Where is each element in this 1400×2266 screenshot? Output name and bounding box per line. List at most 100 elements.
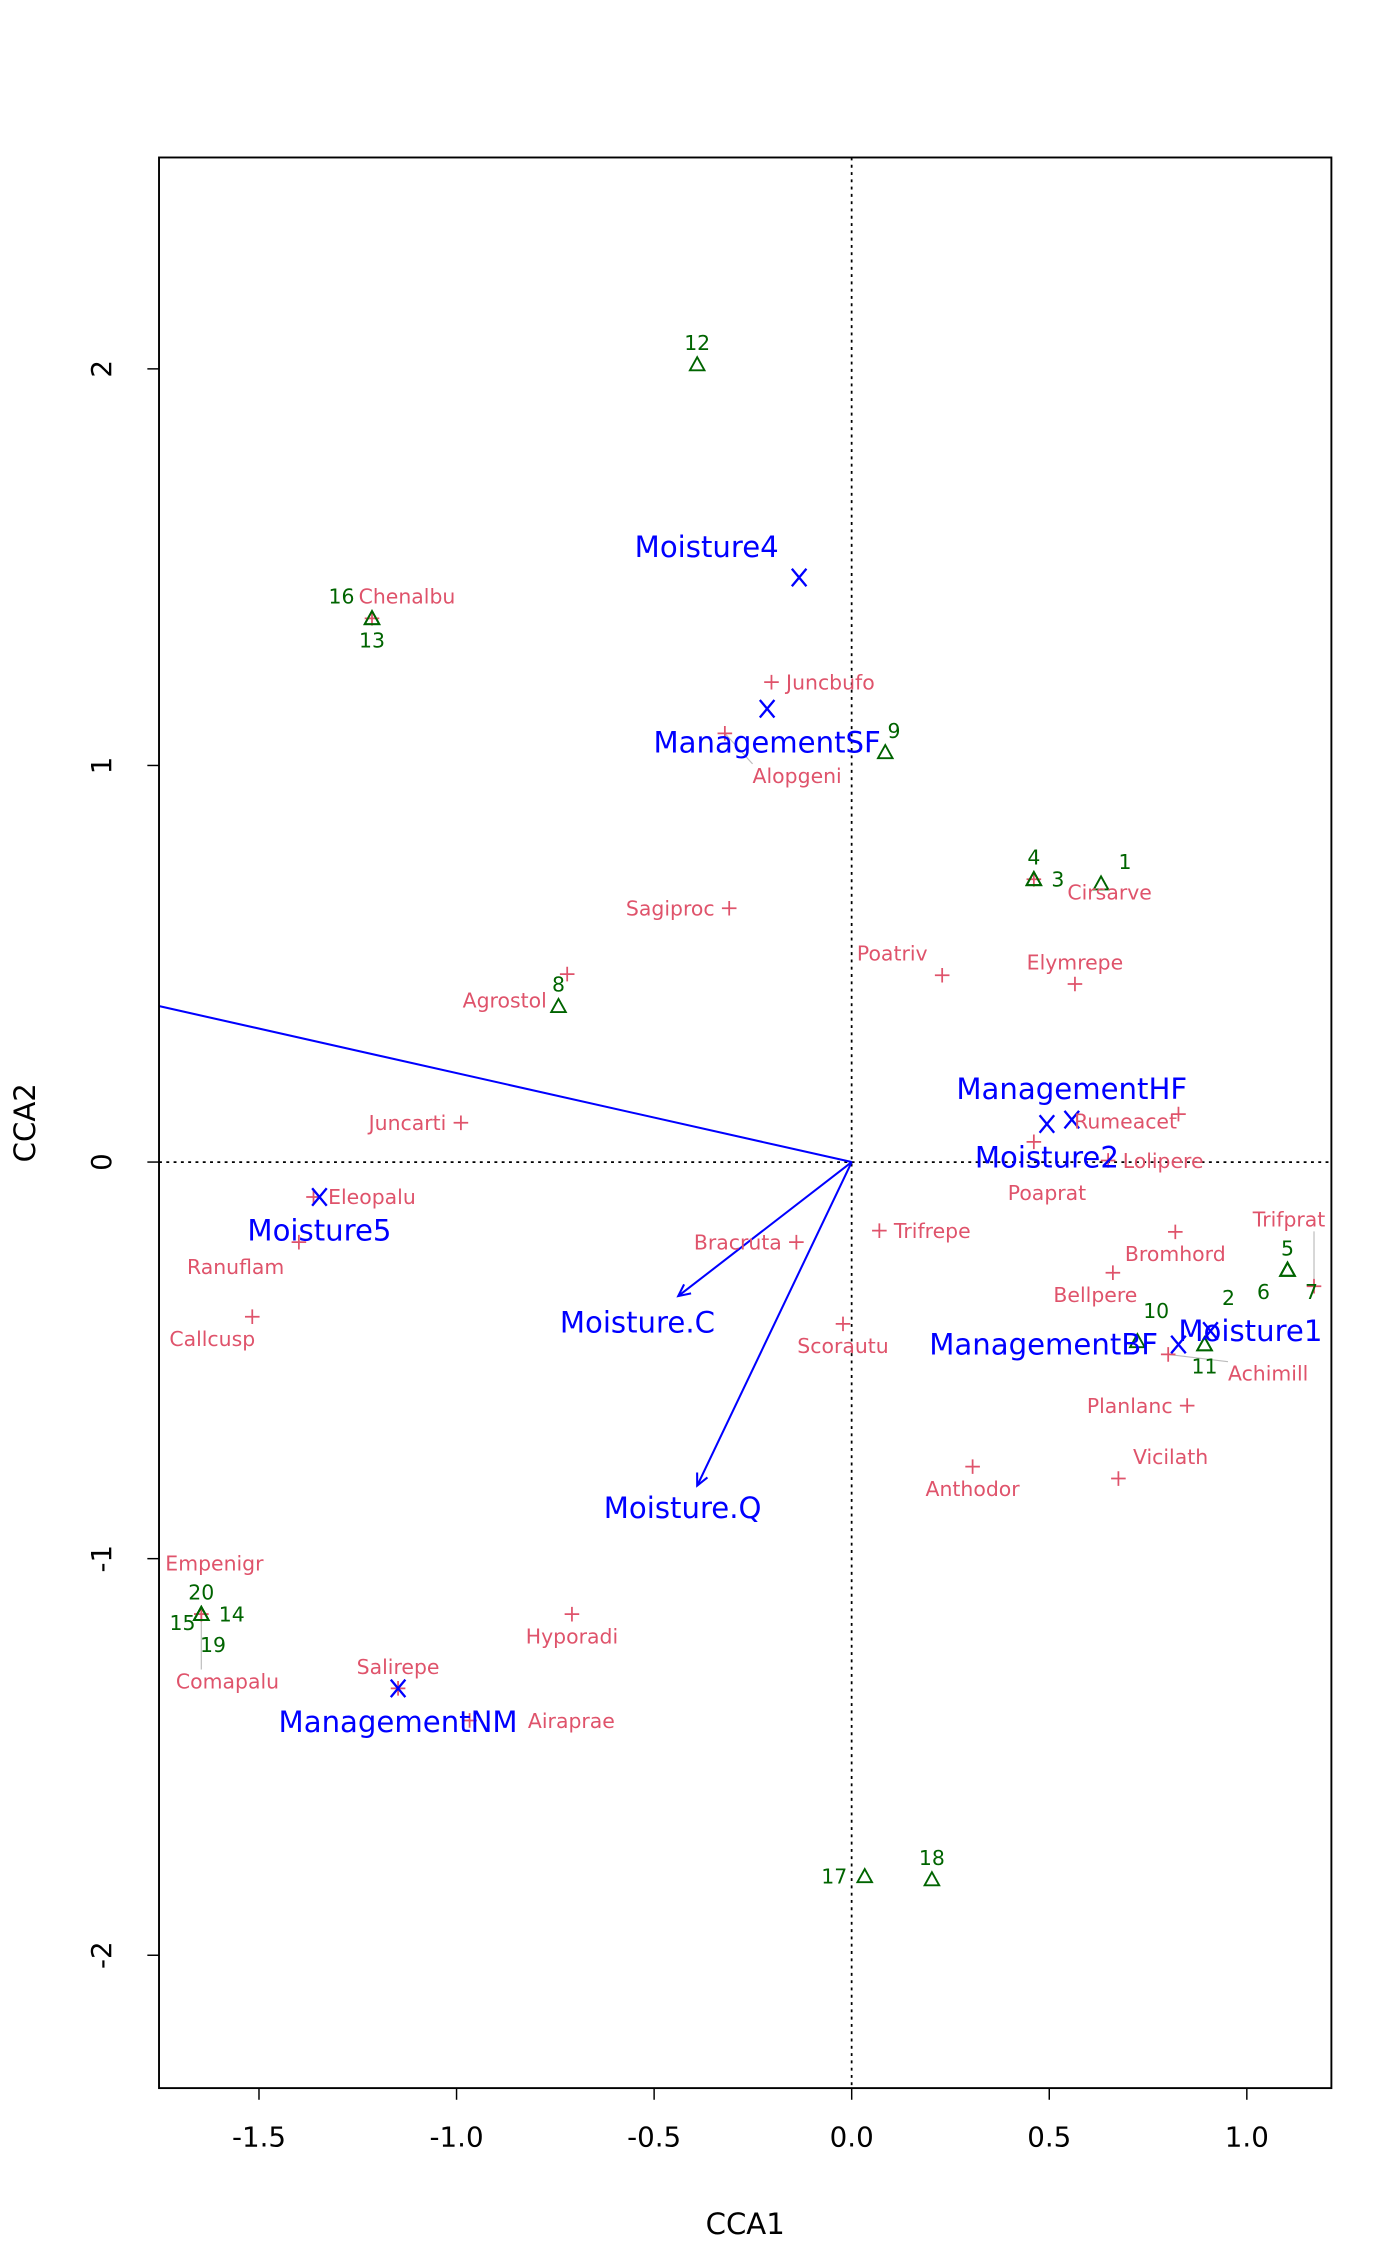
x-tick-label: -1.0: [430, 2120, 484, 2153]
site-label: 20: [188, 1581, 214, 1605]
species-point: [244, 1309, 260, 1325]
plus-marker-icon: [1105, 1265, 1121, 1280]
centroid-point: [1038, 1114, 1056, 1134]
centroid-point: [1063, 1110, 1080, 1130]
site-label: 7: [1305, 1280, 1318, 1304]
x-tick-label: -0.5: [627, 2120, 681, 2153]
species-label: Vicilath: [1133, 1445, 1208, 1469]
species-label: Airaprae: [528, 1709, 615, 1733]
plot-frame: [158, 156, 1333, 2090]
species-label: Trifrepe: [893, 1219, 971, 1243]
triangle-marker-icon: [1278, 1260, 1297, 1277]
plus-marker-icon: [559, 966, 575, 982]
site-label: 15: [169, 1611, 195, 1635]
site-point: [1195, 1335, 1214, 1352]
species-point: [789, 1234, 804, 1250]
site-label: 1: [1119, 850, 1132, 874]
species-label: Hyporadi: [526, 1624, 618, 1648]
biplot-arrow: [677, 1161, 853, 1297]
site-point: [923, 1870, 941, 1887]
species-label: Comapalu: [176, 1670, 279, 1694]
x-marker-icon: [1170, 1334, 1187, 1354]
species-label: Empenigr: [165, 1551, 264, 1575]
site-point: [1024, 870, 1043, 887]
species-point: [721, 900, 737, 916]
plus-marker-icon: [965, 1459, 980, 1474]
y-tick-label: 1: [85, 757, 118, 775]
species-point: [1171, 1106, 1186, 1122]
plus-marker-icon: [564, 1606, 580, 1622]
centroid-point: [1170, 1334, 1187, 1354]
plus-marker-icon: [835, 1316, 851, 1332]
species-label: Agrostol: [463, 989, 547, 1013]
label-leader-line: [1168, 1353, 1229, 1363]
species-point: [1160, 1347, 1176, 1362]
site-label: 2: [1222, 1286, 1235, 1310]
species-label: Ranuflam: [187, 1255, 284, 1279]
plus-marker-icon: [1160, 1347, 1176, 1362]
site-label: 19: [200, 1633, 226, 1657]
centroid-label: ManagementNM: [279, 1705, 518, 1739]
triangle-marker-icon: [1092, 874, 1110, 891]
centroid-label: ManagementBF: [929, 1328, 1158, 1362]
species-point: [934, 967, 950, 983]
x-marker-icon: [1202, 1321, 1219, 1341]
species-point: [835, 1316, 851, 1332]
species-label: Lolipere: [1123, 1149, 1204, 1173]
species-point: [564, 1606, 580, 1622]
species-point: [1179, 1398, 1195, 1413]
y-tick-label: -2: [85, 1941, 118, 1969]
plus-marker-icon: [1111, 1471, 1126, 1486]
centroid-point: [790, 567, 808, 587]
species-label: Bromhord: [1125, 1242, 1226, 1266]
species-label: Scorautu: [797, 1334, 888, 1358]
species-label: Anthodor: [926, 1477, 1021, 1501]
species-label: Planlanc: [1087, 1394, 1173, 1418]
centroid-label: Moisture4: [635, 530, 779, 564]
species-label: Trifprat: [1252, 1207, 1326, 1231]
site-label: 8: [552, 973, 565, 997]
site-markers: [192, 355, 1297, 1887]
triangle-marker-icon: [1024, 870, 1043, 887]
x-marker-icon: [1063, 1110, 1080, 1130]
species-point: [462, 1713, 477, 1728]
centroid-markers: [311, 567, 1219, 1698]
species-markers: [194, 611, 1322, 1728]
y-tick-label: 0: [85, 1153, 118, 1171]
biplot-arrow: [159, 1005, 852, 1164]
site-label: 18: [919, 1846, 945, 1870]
centroid-label: Moisture2: [975, 1141, 1119, 1175]
site-point: [1092, 874, 1110, 891]
site-point: [876, 743, 895, 760]
site-label: 17: [821, 1865, 847, 1889]
x-axis-label: CCA1: [706, 2207, 785, 2241]
species-point: [291, 1234, 307, 1250]
plus-marker-icon: [721, 900, 737, 916]
centroid-label: ManagementHF: [956, 1072, 1187, 1106]
species-point: [872, 1223, 887, 1238]
species-label: Alopgeni: [753, 764, 842, 788]
x-marker-icon: [1038, 1114, 1056, 1134]
arrow-label: Moisture.C: [560, 1306, 715, 1340]
species-point: [1105, 1265, 1121, 1280]
plus-marker-icon: [1306, 1278, 1322, 1294]
x-tick-label: 0.0: [830, 2120, 874, 2153]
x-marker-icon: [389, 1678, 407, 1698]
plus-marker-icon: [1171, 1106, 1186, 1122]
plus-marker-icon: [1179, 1398, 1195, 1413]
plus-marker-icon: [789, 1234, 804, 1250]
species-label: Callcusp: [169, 1327, 255, 1351]
centroid-point: [758, 699, 776, 719]
species-label: Achimill: [1228, 1362, 1308, 1386]
triangle-marker-icon: [1278, 1260, 1297, 1277]
x-tick-label: -1.5: [232, 2120, 286, 2153]
species-label: Poatriv: [857, 942, 928, 966]
triangle-marker-icon: [1195, 1335, 1214, 1352]
plus-marker-icon: [453, 1115, 469, 1131]
species-label: Rumeacet: [1074, 1110, 1177, 1134]
site-label: 4: [1027, 846, 1040, 870]
centroid-label: ManagementSF: [653, 725, 880, 759]
species-point: [1067, 976, 1083, 992]
